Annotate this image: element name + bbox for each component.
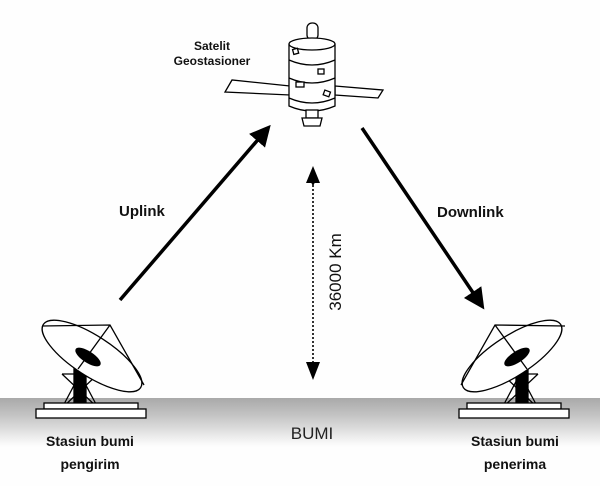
uplink-arrow	[118, 124, 271, 302]
earth-label: BUMI	[290, 424, 334, 443]
receiver-station-line2: penerima	[483, 456, 547, 472]
distance-arrow-top-head	[306, 166, 320, 183]
satellite-icon	[223, 22, 385, 127]
satellite-label: Satelit Geostasioner	[160, 39, 264, 69]
sender-station-label: Stasiun bumi pengirim	[30, 430, 150, 476]
distance-label: 36000 Km	[326, 233, 345, 311]
distance-arrow-bottom-head	[306, 362, 320, 380]
right-solar-panel	[334, 85, 385, 99]
downlink-arrow	[360, 127, 485, 310]
satellite-label-line1: Satelit	[193, 39, 230, 53]
sender-station-line1: Stasiun bumi	[46, 433, 134, 449]
receiver-station-label: Stasiun bumi penerima	[455, 430, 575, 476]
receiver-dish-icon	[458, 319, 570, 419]
receiver-station-line1: Stasiun bumi	[471, 433, 559, 449]
downlink-label: Downlink	[437, 204, 504, 221]
satellite-label-line2: Geostasioner	[173, 54, 251, 68]
left-solar-panel	[223, 79, 291, 96]
uplink-label: Uplink	[119, 203, 165, 220]
sender-station-line2: pengirim	[60, 456, 120, 472]
sender-dish-icon	[35, 319, 147, 419]
